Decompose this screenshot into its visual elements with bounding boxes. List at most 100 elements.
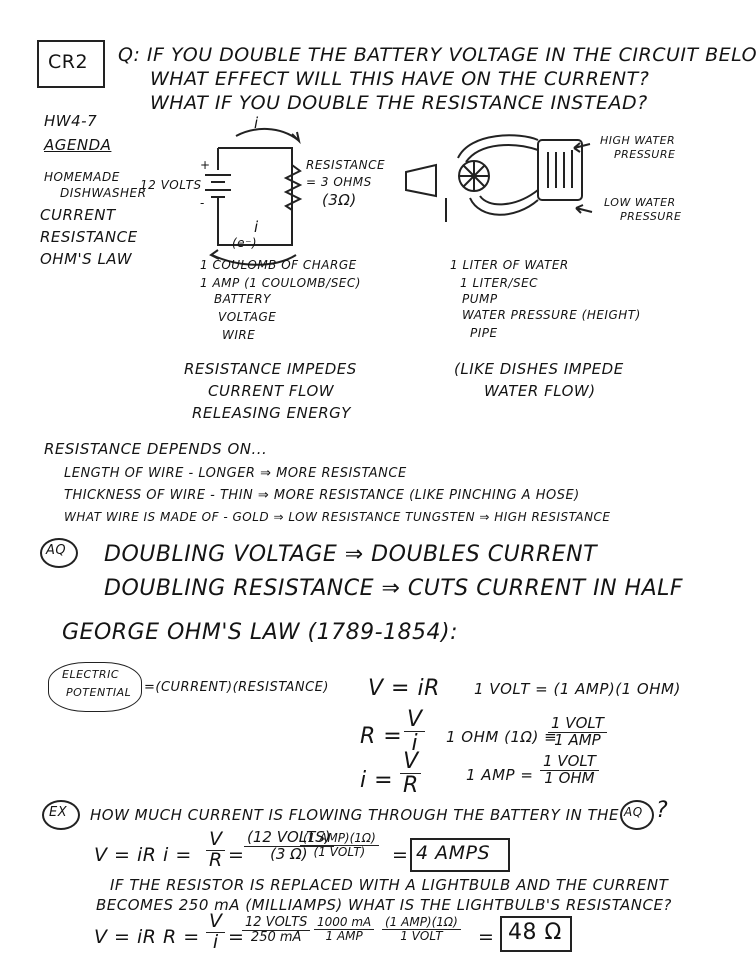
- answer1-box: [410, 838, 510, 872]
- water-list-item: PIPE: [470, 326, 498, 340]
- ex-question: HOW MUCH CURRENT IS FLOWING THROUGH THE …: [90, 806, 619, 824]
- battery-plus: +: [200, 158, 211, 172]
- water-list-item: 1 LITER OF WATER: [450, 258, 569, 272]
- depends-title: RESISTANCE DEPENDS ON...: [44, 440, 268, 458]
- ohm-ohm-lhs: 1 OHM (1Ω) ≡: [446, 728, 558, 746]
- battery-minus: -: [200, 196, 205, 210]
- impedes-left-line: RESISTANCE IMPEDES: [184, 360, 357, 378]
- impedes-left-line: CURRENT FLOW: [208, 382, 335, 400]
- aq-ref-label: AQ: [624, 805, 643, 819]
- ex-equals: =: [478, 926, 495, 948]
- current-label-top: i: [254, 114, 259, 132]
- fraction-denominator: 250 mA: [250, 929, 302, 945]
- agenda-title: AGENDA: [44, 136, 112, 154]
- fraction-denominator: i: [212, 930, 219, 953]
- agenda-item: DISHWASHER: [60, 186, 147, 200]
- answer2: 48 Ω: [508, 920, 562, 945]
- hw-label: HW4-7: [44, 112, 98, 130]
- dishes: [547, 150, 573, 188]
- pump-blades: [459, 161, 489, 191]
- high-pressure-arrow: [573, 142, 591, 153]
- fraction-denominator: 1 AMP: [554, 730, 601, 749]
- aq-label: AQ: [46, 543, 67, 558]
- fraction-numerator: (1 AMP)(1Ω): [300, 832, 379, 846]
- ohm-title: GEORGE OHM'S LAW (1789-1854):: [62, 620, 458, 645]
- ex-fraction-units: (1 AMP)(1Ω) (1 VOLT): [300, 832, 379, 858]
- answer2-box: [500, 916, 572, 952]
- impedes-left-line: RELEASING ENERGY: [192, 404, 351, 422]
- fraction-denominator: i: [411, 731, 418, 757]
- low-pressure-arrow: [575, 204, 593, 214]
- water-list-item: PUMP: [462, 292, 498, 306]
- circuit-list-item: VOLTAGE: [218, 310, 277, 324]
- ohm-amp-lhs: 1 AMP =: [466, 766, 534, 784]
- high-pressure-label: HIGH WATER: [600, 134, 676, 147]
- fraction-numerator: V: [400, 750, 422, 775]
- circuit-list-item: 1 AMP (1 COULOMB/SEC): [200, 276, 361, 290]
- ohm-v-equation: V = iR: [368, 676, 440, 701]
- fraction-denominator: R: [403, 773, 419, 799]
- ohm-r-lhs: R =: [360, 724, 403, 749]
- code-box: [37, 40, 105, 88]
- ex-fraction-ma: 1000 mA 1 AMP: [314, 916, 375, 943]
- fraction-denominator: R: [209, 848, 223, 871]
- ohm-amp-fraction: 1 VOLT 1 OHM: [540, 753, 599, 787]
- depends-line: LENGTH OF WIRE - LONGER ⇒ MORE RESISTANC…: [64, 466, 407, 481]
- ex-equals: =: [228, 844, 245, 866]
- current-label-bottom: i: [254, 218, 259, 236]
- fraction-numerator: V: [206, 829, 226, 851]
- resistance-label: (3Ω): [322, 191, 357, 209]
- code-label: CR2: [48, 51, 89, 73]
- fraction-denominator: 1 OHM: [544, 768, 595, 787]
- fraction-numerator: V: [206, 911, 225, 933]
- fraction-numerator: 1 VOLT: [548, 715, 607, 733]
- fraction-numerator: 1 VOLT: [540, 753, 599, 771]
- low-pressure-label: PRESSURE: [620, 210, 682, 223]
- ex-fraction-values2: 12 VOLTS 250 mA: [242, 916, 311, 945]
- ex-equals: =: [228, 926, 245, 948]
- pipe-bottom: [469, 197, 539, 216]
- resistance-label: = 3 OHMS: [306, 175, 372, 189]
- ohm-unit-equation: 1 VOLT = (1 AMP)(1 OHM): [474, 680, 681, 698]
- low-pressure-label: LOW WATER: [604, 196, 676, 209]
- fraction-numerator: 12 VOLTS: [242, 916, 311, 931]
- ex-fraction-vi: V i: [206, 911, 225, 953]
- fraction-denominator: (1 VOLT): [313, 844, 366, 859]
- current-arrow-top: [235, 127, 299, 141]
- pump-faucet: [405, 163, 437, 198]
- battery-label: 12 VOLTS: [140, 178, 202, 192]
- agenda-item: CURRENT: [40, 206, 116, 224]
- fraction-numerator: 1000 mA: [314, 916, 375, 930]
- ex-q2-line: IF THE RESISTOR IS REPLACED WITH A LIGHT…: [110, 876, 669, 894]
- ex-fraction-vr: V R: [206, 829, 226, 871]
- pipe-top-inner: [465, 144, 539, 163]
- aq-line: DOUBLING VOLTAGE ⇒ DOUBLES CURRENT: [104, 542, 598, 567]
- ex-eq2-lhs: V = iR R =: [94, 926, 200, 948]
- potential-label: ELECTRIC: [62, 668, 119, 681]
- ex-label: EX: [49, 805, 68, 820]
- fraction-denominator: 1 AMP: [325, 928, 363, 943]
- question-line-3: WHAT IF YOU DOUBLE THE RESISTANCE INSTEA…: [150, 92, 648, 114]
- pipe-top: [457, 134, 539, 159]
- resistance-label: RESISTANCE: [306, 158, 386, 172]
- fraction-numerator: (12 VOLTS): [244, 829, 334, 847]
- ex-q2-line: BECOMES 250 mA (MILLIAMPS) WHAT IS THE L…: [96, 896, 672, 914]
- water-list-item: 1 LITER/SEC: [460, 276, 539, 290]
- circuit-list-item: 1 COULOMB OF CHARGE: [200, 258, 357, 272]
- current-arrow-bottom-head: [209, 249, 220, 260]
- water-list-item: WATER PRESSURE (HEIGHT): [462, 308, 641, 322]
- answer1: 4 AMPS: [416, 842, 491, 864]
- aq-line: DOUBLING RESISTANCE ⇒ CUTS CURRENT IN HA…: [104, 576, 684, 601]
- ex-eq1-lhs: V = iR i =: [94, 844, 192, 866]
- agenda-item: RESISTANCE: [40, 228, 138, 246]
- fraction-denominator: (3 Ω): [270, 844, 308, 863]
- circuit-list-item: WIRE: [222, 328, 256, 342]
- impedes-right-line: WATER FLOW): [484, 382, 596, 400]
- ohm-word-equation: =(CURRENT)(RESISTANCE): [144, 680, 329, 695]
- depends-line: WHAT WIRE IS MADE OF - GOLD ⇒ LOW RESIST…: [64, 510, 611, 524]
- ex-circle: [42, 800, 80, 830]
- ohm-ohm-fraction: 1 VOLT 1 AMP: [548, 715, 607, 749]
- question-line-1: Q: IF YOU DOUBLE THE BATTERY VOLTAGE IN …: [118, 44, 756, 66]
